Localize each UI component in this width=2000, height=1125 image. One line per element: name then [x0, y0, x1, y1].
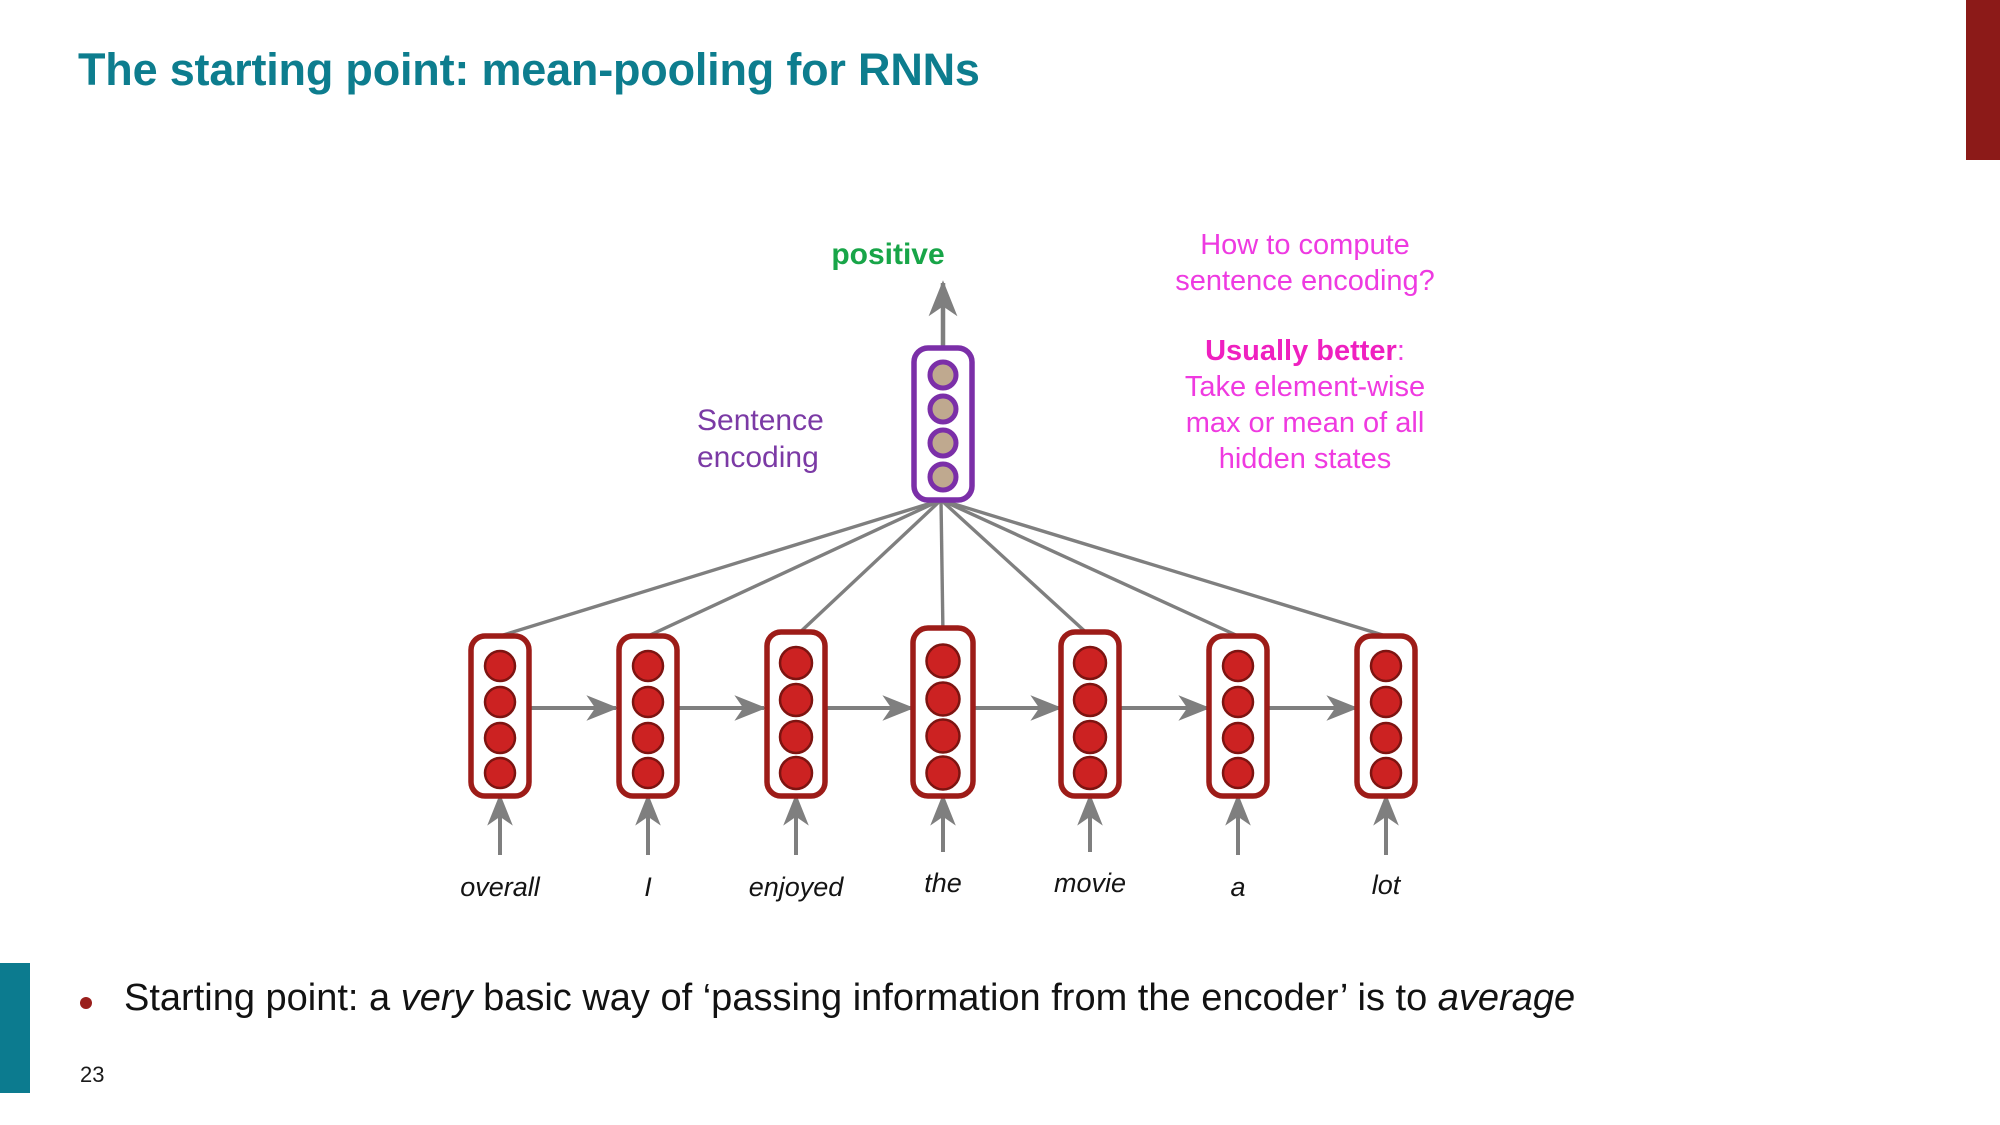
- note-emphasis-line: Usually better:: [1140, 334, 1470, 370]
- note-emphasis: Usually better: [1205, 334, 1397, 367]
- page-number: 23: [80, 1062, 105, 1087]
- hidden-state-box: [1206, 633, 1270, 799]
- bullet-italic-average: average: [1437, 977, 1576, 1019]
- word-label-enjoyed: enjoyed: [748, 872, 844, 902]
- pooling-fan-lines: [499, 498, 1387, 638]
- hidden-state-box: [910, 625, 976, 799]
- top-right-accent-bar: [1966, 0, 2000, 160]
- note-body-line1: Take element-wise: [1184, 370, 1426, 403]
- bullet-italic-very: very: [400, 977, 473, 1019]
- note-question-line1: How to compute: [1200, 229, 1410, 261]
- word-label-the: the: [924, 868, 962, 898]
- sentence-encoding-label-line2: encoding: [697, 440, 819, 474]
- note-body-line2: max or mean of all: [1185, 406, 1425, 439]
- note-body-line3: hidden states: [1218, 442, 1392, 475]
- bullet-text-part1: Starting point: a: [124, 977, 401, 1019]
- note-spacer: [1140, 300, 1470, 334]
- hidden-state-box: [468, 633, 532, 799]
- output-label: positive: [831, 238, 945, 271]
- word-label-i: I: [644, 872, 652, 902]
- input-arrows: [487, 793, 1399, 855]
- hidden-state-box: [764, 629, 828, 799]
- word-label-a: a: [1230, 872, 1246, 902]
- note-emphasis-suffix: :: [1396, 334, 1405, 367]
- hidden-state-box: [1058, 629, 1122, 799]
- word-label-movie: movie: [1053, 868, 1127, 898]
- bullet-text: Starting point: a very basic way of ‘pas…: [124, 975, 1575, 1023]
- note-block: How to compute sentence encoding? Usuall…: [1140, 228, 1470, 478]
- bullet-text-part2: basic way of ‘passing information from t…: [472, 977, 1438, 1019]
- sentence-encoding-label: Sentence encoding: [697, 403, 824, 476]
- bullet-dot-icon: [80, 997, 92, 1009]
- bullet-row: Starting point: a very basic way of ‘pas…: [80, 975, 1575, 1023]
- bottom-left-accent-bar: [0, 963, 30, 1093]
- word-label-overall: overall: [460, 872, 540, 902]
- hidden-state-box: [616, 633, 680, 799]
- hidden-state-boxes: [468, 625, 1418, 799]
- sentence-encoding-label-line1: Sentence: [697, 404, 824, 437]
- word-label-lot: lot: [1371, 870, 1401, 900]
- hidden-state-box: [1354, 633, 1418, 799]
- note-question-line2: sentence encoding?: [1175, 264, 1435, 297]
- page-title: The starting point: mean-pooling for RNN…: [78, 44, 980, 95]
- sentence-encoding-box: [911, 345, 975, 503]
